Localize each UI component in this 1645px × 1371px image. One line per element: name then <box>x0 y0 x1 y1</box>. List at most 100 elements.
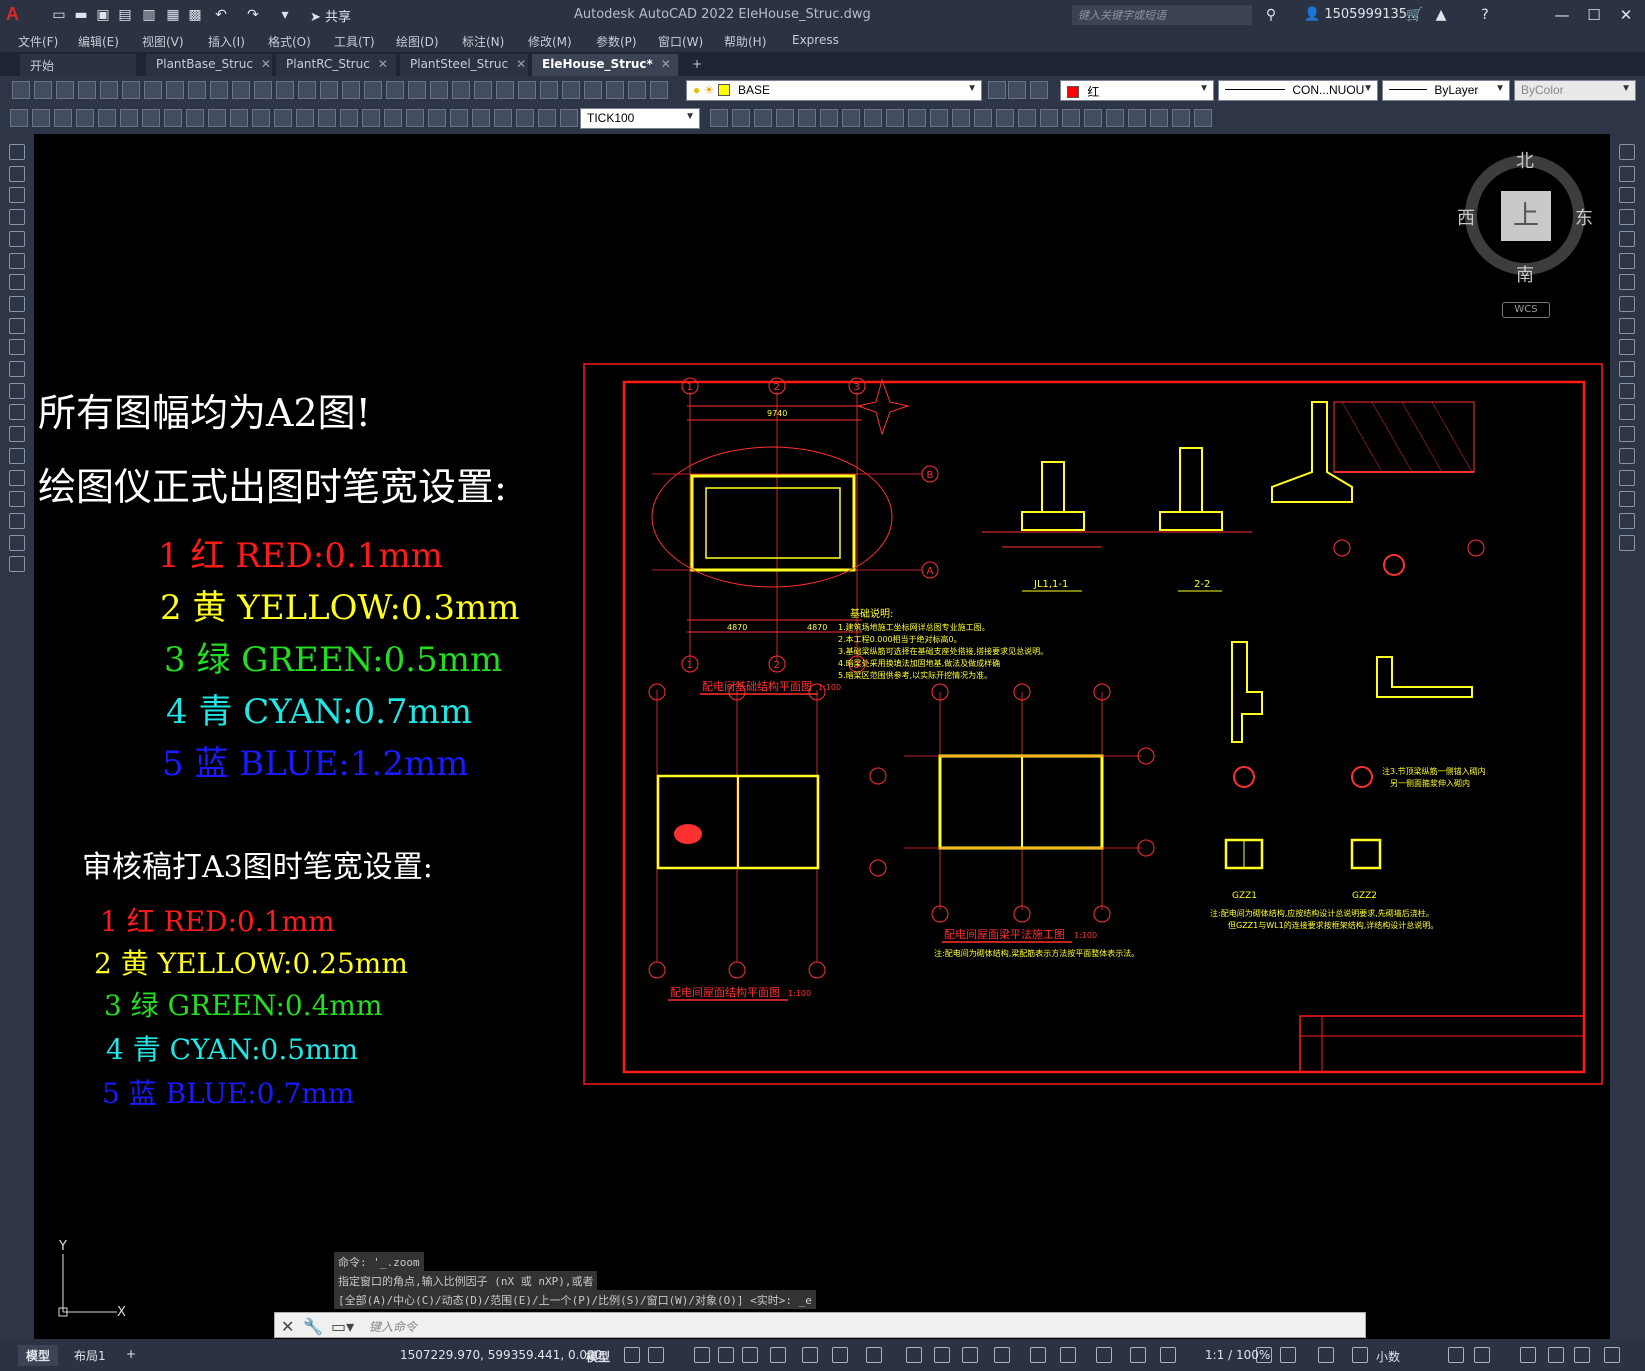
toolbar-tool-icon[interactable] <box>1150 109 1168 127</box>
wrench-icon[interactable]: 🔧 <box>303 1317 323 1336</box>
toolbar-tool-icon[interactable] <box>864 109 882 127</box>
toolbar-tool-icon[interactable] <box>952 109 970 127</box>
document-tab[interactable]: PlantSteel_Struc✕ <box>400 54 528 76</box>
status-toggle-icon[interactable] <box>1520 1347 1536 1363</box>
toolbar-tool-icon[interactable] <box>428 109 446 127</box>
draw-tool-icon[interactable] <box>9 230 25 247</box>
menu-item[interactable]: 工具(T) <box>334 35 375 49</box>
toolbar-tool-icon[interactable] <box>144 81 162 99</box>
status-toggle-icon[interactable] <box>1604 1347 1620 1363</box>
toolbar-tool-icon[interactable] <box>164 109 182 127</box>
toolbar-tool-icon[interactable] <box>298 81 316 99</box>
document-tab[interactable]: PlantRC_Struc✕ <box>276 54 396 76</box>
toolbar-tool-icon[interactable] <box>296 109 314 127</box>
structural-drawing-sheet[interactable]: 1 2 3 B A 1 2 3 9740 4870 4870 配电间基础结构平面… <box>582 362 1605 1086</box>
toolbar-tool-icon[interactable] <box>496 81 514 99</box>
menu-item[interactable]: 修改(M) <box>528 35 572 49</box>
dimstyle-dropdown[interactable]: TICK100 ▼ <box>580 108 700 129</box>
linetype-dropdown[interactable]: CON...NUOU ▼ <box>1218 80 1378 101</box>
draw-tool-icon[interactable] <box>9 534 25 551</box>
toolbar-tool-icon[interactable] <box>384 109 402 127</box>
model-space-button[interactable]: 模型 <box>586 1350 611 1364</box>
menu-item[interactable]: 参数(P) <box>596 35 637 49</box>
tab-model[interactable]: 模型 <box>18 1345 59 1366</box>
toolbar-tool-icon[interactable] <box>628 81 646 99</box>
toolbar-tool-icon[interactable] <box>1030 81 1048 99</box>
toolbar-tool-icon[interactable] <box>56 81 74 99</box>
draw-tool-icon[interactable] <box>9 165 25 182</box>
modify-tool-icon[interactable] <box>1619 361 1635 377</box>
toolbar-tool-icon[interactable] <box>386 81 404 99</box>
status-toggle-icon[interactable] <box>962 1347 978 1363</box>
status-toggle-icon[interactable] <box>1352 1347 1368 1363</box>
toolbar-tool-icon[interactable] <box>450 109 468 127</box>
modify-tool-icon[interactable] <box>1619 295 1635 312</box>
toolbar-tool-icon[interactable] <box>1008 81 1026 99</box>
status-toggle-icon[interactable] <box>1130 1347 1146 1363</box>
status-toggle-icon[interactable] <box>1574 1347 1590 1363</box>
toolbar-tool-icon[interactable] <box>318 109 336 127</box>
close-tab-icon[interactable]: ✕ <box>377 57 388 71</box>
draw-tool-icon[interactable] <box>9 426 25 443</box>
search-input[interactable]: 键入关键字或短语 <box>1072 5 1252 25</box>
menu-item[interactable]: 插入(I) <box>208 35 245 49</box>
toolbar-tool-icon[interactable] <box>820 109 838 127</box>
close-tab-icon[interactable]: ✕ <box>660 57 671 71</box>
modify-tool-icon[interactable] <box>1619 426 1635 443</box>
modify-tool-icon[interactable] <box>1619 469 1635 486</box>
menu-item[interactable]: 帮助(H) <box>724 35 767 49</box>
status-toggle-icon[interactable] <box>694 1347 710 1363</box>
toolbar-tool-icon[interactable] <box>996 109 1014 127</box>
toolbar-tool-icon[interactable] <box>320 81 338 99</box>
toolbar-tool-icon[interactable] <box>1062 109 1080 127</box>
compass-west[interactable]: 西 <box>1457 208 1475 229</box>
document-tab[interactable]: PlantBase_Struc✕ <box>146 54 272 76</box>
modify-tool-icon[interactable] <box>1619 534 1635 551</box>
toolbar-tool-icon[interactable] <box>188 81 206 99</box>
customize-qat-icon[interactable]: ▾ <box>281 7 289 23</box>
draw-tool-icon[interactable] <box>9 361 25 377</box>
cart-icon[interactable]: 🛒 <box>1406 7 1424 23</box>
toolbar-tool-icon[interactable] <box>232 81 250 99</box>
toolbar-tool-icon[interactable] <box>474 81 492 99</box>
toolbar-tool-icon[interactable] <box>1194 109 1212 127</box>
document-tab[interactable]: 开始 <box>20 54 136 76</box>
status-toggle-icon[interactable] <box>934 1347 950 1363</box>
toolbar-tool-icon[interactable] <box>122 81 140 99</box>
toolbar-tool-icon[interactable] <box>452 81 470 99</box>
modify-tool-icon[interactable] <box>1619 209 1635 226</box>
toolbar-tool-icon[interactable] <box>186 109 204 127</box>
toolbar-tool-icon[interactable] <box>252 109 270 127</box>
status-toggle-icon[interactable] <box>802 1347 818 1363</box>
toolbar-tool-icon[interactable] <box>930 109 948 127</box>
open-web-icon[interactable]: ▥ <box>142 7 156 23</box>
draw-tool-icon[interactable] <box>9 252 25 269</box>
modify-tool-icon[interactable] <box>1619 512 1635 529</box>
drawing-canvas[interactable] <box>34 134 1610 1339</box>
toolbar-tool-icon[interactable] <box>710 109 728 127</box>
menu-item[interactable]: 文件(F) <box>18 35 59 49</box>
status-toggle-icon[interactable] <box>1160 1347 1176 1363</box>
toolbar-tool-icon[interactable] <box>1128 109 1146 127</box>
menu-item[interactable]: 标注(N) <box>462 35 505 49</box>
toolbar-tool-icon[interactable] <box>406 109 424 127</box>
toolbar-tool-icon[interactable] <box>142 109 160 127</box>
toolbar-tool-icon[interactable] <box>208 109 226 127</box>
status-toggle-icon[interactable] <box>832 1347 848 1363</box>
toolbar-tool-icon[interactable] <box>842 109 860 127</box>
status-toggle-icon[interactable] <box>1280 1347 1296 1363</box>
status-toggle-icon[interactable] <box>648 1347 664 1363</box>
status-toggle-icon[interactable] <box>770 1347 786 1363</box>
draw-tool-icon[interactable] <box>9 317 25 334</box>
toolbar-tool-icon[interactable] <box>606 81 624 99</box>
toolbar-tool-icon[interactable] <box>754 109 772 127</box>
maximize-button[interactable]: ☐ <box>1587 6 1601 24</box>
toolbar-tool-icon[interactable] <box>1106 109 1124 127</box>
toolbar-tool-icon[interactable] <box>1172 109 1190 127</box>
draw-tool-icon[interactable] <box>9 491 25 508</box>
menu-item[interactable]: 编辑(E) <box>78 35 119 49</box>
toolbar-tool-icon[interactable] <box>908 109 926 127</box>
toolbar-tool-icon[interactable] <box>10 109 28 127</box>
modify-tool-icon[interactable] <box>1619 382 1635 399</box>
autocad-logo-icon[interactable]: A <box>6 4 19 24</box>
